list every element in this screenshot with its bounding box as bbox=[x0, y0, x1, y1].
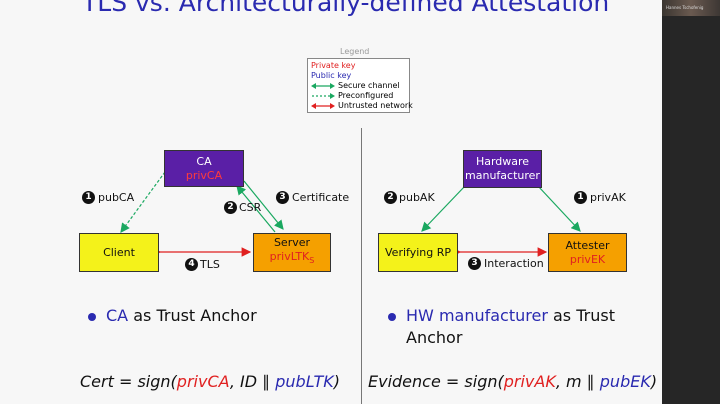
legend-secure-arrow-icon bbox=[311, 83, 335, 89]
right-bullet: HW manufacturer as Trust Anchor bbox=[388, 305, 648, 349]
step-label-certificate: Certificate bbox=[292, 191, 350, 204]
slide-title: TLS vs. Architecturally-defined Attestat… bbox=[82, 0, 610, 17]
step-label-pubca: pubCA bbox=[98, 191, 135, 204]
legend-private-key: Private key bbox=[311, 61, 356, 70]
webcam-panel bbox=[662, 0, 720, 404]
right-bullet-highlight: HW manufacturer bbox=[406, 306, 548, 325]
step-badge: 3 bbox=[276, 191, 289, 204]
left-bullet-text: as Trust Anchor bbox=[133, 306, 257, 325]
server-key: privLTKS bbox=[269, 250, 315, 266]
legend-preconfigured-arrow-icon bbox=[312, 93, 335, 99]
bullet-dot-icon bbox=[388, 312, 396, 321]
hw-label-line2: manufacturer bbox=[465, 169, 540, 182]
legend-untrusted-network: Untrusted network bbox=[338, 101, 413, 110]
left-bullet-highlight: CA bbox=[106, 306, 129, 325]
step-label-csr: CSR bbox=[239, 201, 262, 214]
hw-manufacturer-box: Hardware manufacturer bbox=[463, 150, 542, 188]
step-label-interaction: Interaction bbox=[484, 257, 544, 270]
webcam-thumbnail bbox=[662, 0, 720, 16]
legend-secure-channel: Secure channel bbox=[338, 81, 400, 90]
arrow-hw-vrp bbox=[421, 185, 466, 232]
hw-label-line1: Hardware bbox=[475, 155, 530, 168]
client-label: Client bbox=[103, 245, 135, 259]
right-bullet-text-2: Anchor bbox=[406, 328, 463, 347]
step-label-privak: privAK bbox=[590, 191, 626, 204]
legend-title: Legend bbox=[340, 47, 370, 56]
right-bullet-text-1: as Trust bbox=[553, 306, 615, 325]
step-badge: 1 bbox=[574, 191, 587, 204]
vrp-label: Verifying RP bbox=[385, 245, 451, 259]
ca-key: privCA bbox=[185, 168, 223, 182]
left-bullet: CA as Trust Anchor bbox=[88, 305, 257, 327]
attester-label: Attester bbox=[565, 238, 610, 252]
client-box: Client bbox=[79, 233, 159, 272]
verifying-rp-box: Verifying RP bbox=[378, 233, 458, 272]
legend-public-key: Public key bbox=[311, 71, 352, 80]
step-badge: 4 bbox=[185, 258, 198, 271]
step-label-tls: TLS bbox=[200, 258, 220, 271]
left-formula: Cert = sign(privCA, ID ∥ pubLTK) bbox=[80, 372, 341, 391]
attester-box: Attester privEK bbox=[548, 233, 627, 272]
slide: TLS vs. Architecturally-defined Attestat… bbox=[0, 0, 662, 404]
legend-preconfigured: Preconfigured bbox=[338, 91, 394, 100]
webcam-name: Hannes Tschofenig bbox=[666, 5, 704, 10]
attester-key: privEK bbox=[569, 252, 606, 266]
section-divider bbox=[361, 128, 362, 404]
legend-untrusted-arrow-icon bbox=[311, 103, 335, 109]
legend: Private key Public key Secure channel Pr… bbox=[307, 58, 413, 113]
step-label-pubak: pubAK bbox=[399, 191, 435, 204]
ca-label: CA bbox=[196, 154, 212, 168]
bullet-dot-icon bbox=[88, 312, 96, 321]
server-label: Server bbox=[273, 236, 311, 250]
arrow-hw-attester bbox=[537, 185, 581, 232]
step-badge: 1 bbox=[82, 191, 95, 204]
diagram-arrows bbox=[120, 171, 581, 257]
server-box: Server privLTKS bbox=[253, 233, 331, 272]
arrow-server-ca bbox=[236, 185, 276, 233]
step-badge: 3 bbox=[468, 257, 481, 270]
right-formula: Evidence = sign(privAK, m ∥ pubEK) bbox=[368, 372, 658, 391]
arrow-ca-client bbox=[120, 171, 166, 233]
step-badge: 2 bbox=[384, 191, 397, 204]
arrow-ca-server bbox=[243, 180, 284, 230]
step-badge: 2 bbox=[224, 201, 237, 214]
ca-box: CA privCA bbox=[164, 150, 244, 187]
